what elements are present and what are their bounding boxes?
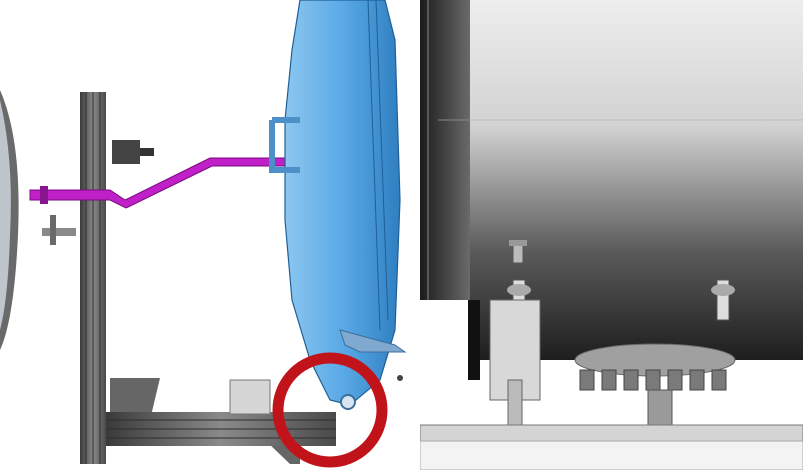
vessel-lower-rim	[468, 300, 480, 380]
side-view-panel	[0, 0, 407, 468]
nozzle-left	[509, 240, 527, 264]
beam-grooves	[106, 419, 336, 439]
left-bracket-post	[50, 215, 56, 245]
side-view-drawing	[0, 0, 407, 468]
hinge-bracket	[339, 329, 407, 353]
post-grooves	[85, 92, 101, 464]
handle-icon	[269, 117, 300, 173]
post-clamp	[112, 140, 140, 164]
arm-end-cap	[40, 186, 48, 204]
clamp-screw	[140, 148, 154, 156]
left-dish-face	[0, 100, 11, 330]
door-rim-line	[367, 0, 381, 331]
base-block	[229, 379, 271, 415]
base-plate	[420, 440, 803, 470]
base-rail	[420, 424, 803, 442]
flange-bolts	[579, 369, 727, 391]
front-view-drawing	[420, 0, 803, 470]
nozzle-right	[711, 279, 735, 321]
front-view-panel	[420, 0, 803, 470]
magenta-arm	[29, 157, 301, 209]
small-bolt	[397, 375, 403, 381]
left-bracket	[42, 228, 76, 236]
hinge-pin-icon	[340, 394, 356, 410]
highlight-circle-icon	[272, 352, 388, 468]
door-rim-line-2	[375, 0, 389, 321]
